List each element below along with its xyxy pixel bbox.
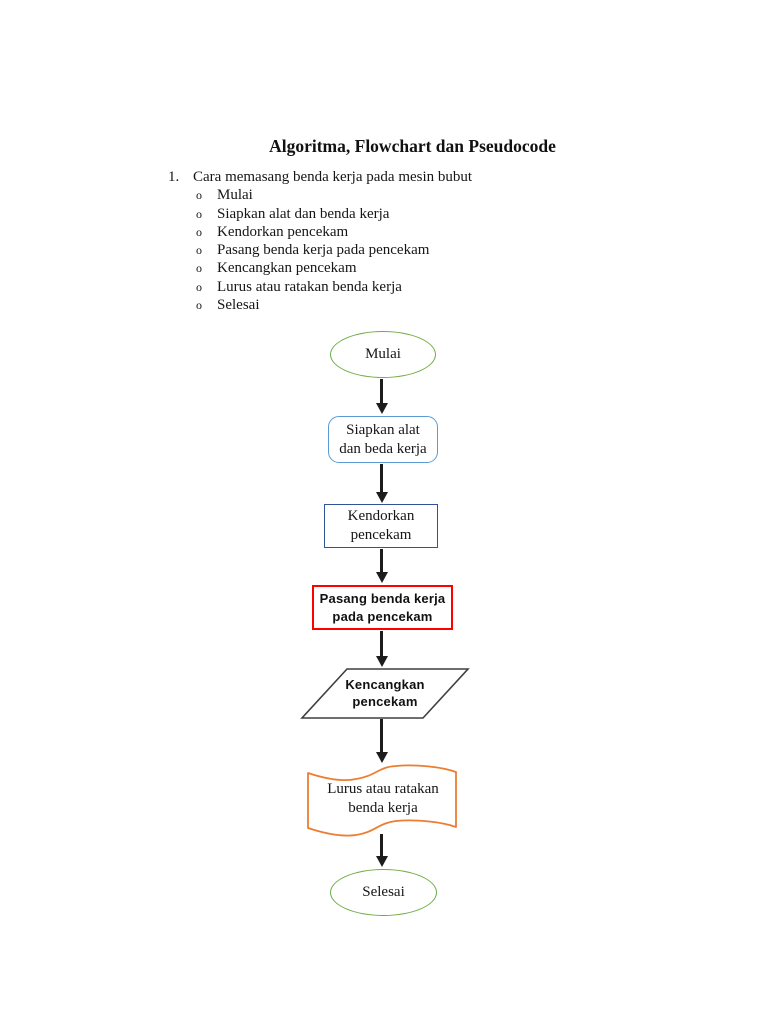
- list-heading: Cara memasang benda kerja pada mesin bub…: [193, 169, 473, 185]
- arrow-stem: [380, 631, 383, 656]
- arrow-stem: [380, 549, 383, 572]
- flowchart-terminator-start: Mulai: [330, 331, 436, 378]
- list-item: o Kencangkan pencekam: [168, 259, 472, 277]
- list-number: 1.: [168, 169, 180, 185]
- parallelogram-outline: [300, 668, 470, 719]
- flow-arrow-down: [375, 464, 388, 503]
- page-title: Algoritma, Flowchart dan Pseudocode: [269, 136, 556, 156]
- arrow-head-icon: [375, 572, 388, 583]
- list-item: o Siapkan alat dan benda kerja: [168, 205, 472, 223]
- list-item: o Pasang benda kerja pada pencekam: [168, 241, 472, 259]
- bullet-icon: o: [196, 261, 202, 276]
- list-item-label: Kendorkan pencekam: [217, 223, 349, 240]
- arrow-head-icon: [375, 492, 388, 503]
- flow-arrow-down: [375, 719, 388, 763]
- flow-arrow-down: [375, 834, 388, 867]
- list-item-label: Pasang benda kerja pada pencekam: [217, 242, 430, 259]
- bullet-icon: o: [196, 206, 202, 221]
- list-item: o Selesai: [168, 296, 472, 314]
- arrow-stem: [380, 719, 383, 752]
- arrow-stem: [380, 379, 383, 403]
- list-item: o Kendorkan pencekam: [168, 223, 472, 241]
- list-item: o Lurus atau ratakan benda kerja: [168, 278, 472, 296]
- arrow-head-icon: [375, 403, 388, 414]
- document-wave-outline: [307, 764, 457, 837]
- arrow-head-icon: [375, 856, 388, 867]
- list-item-label: Kencangkan pencekam: [217, 260, 357, 277]
- algorithm-list: 1. Cara memasang benda kerja pada mesin b…: [168, 168, 472, 314]
- list-item-label: Mulai: [217, 187, 253, 204]
- arrow-stem: [380, 834, 383, 856]
- flowchart-terminator-end: Selesai: [330, 869, 437, 916]
- list-item: o Mulai: [168, 186, 472, 204]
- bullet-icon: o: [196, 188, 202, 203]
- bullet-icon: o: [196, 279, 202, 294]
- bullet-icon: o: [196, 224, 202, 239]
- flow-arrow-down: [375, 379, 388, 414]
- flow-arrow-down: [375, 631, 388, 667]
- flow-arrow-down: [375, 549, 388, 583]
- flowchart-document-shape: [307, 764, 457, 837]
- arrow-head-icon: [375, 752, 388, 763]
- list-heading-row: 1. Cara memasang benda kerja pada mesin b…: [168, 168, 472, 186]
- arrow-head-icon: [375, 656, 388, 667]
- list-item-label: Siapkan alat dan benda kerja: [217, 205, 390, 222]
- flowchart-parallelogram-shape: [300, 668, 470, 719]
- bullet-icon: o: [196, 243, 202, 258]
- list-item-label: Selesai: [217, 297, 260, 314]
- node-label: Mulai: [365, 346, 401, 362]
- arrow-stem: [380, 464, 383, 492]
- node-label: Selesai: [362, 884, 405, 900]
- list-item-label: Lurus atau ratakan benda kerja: [217, 278, 402, 295]
- bullet-icon: o: [196, 298, 202, 313]
